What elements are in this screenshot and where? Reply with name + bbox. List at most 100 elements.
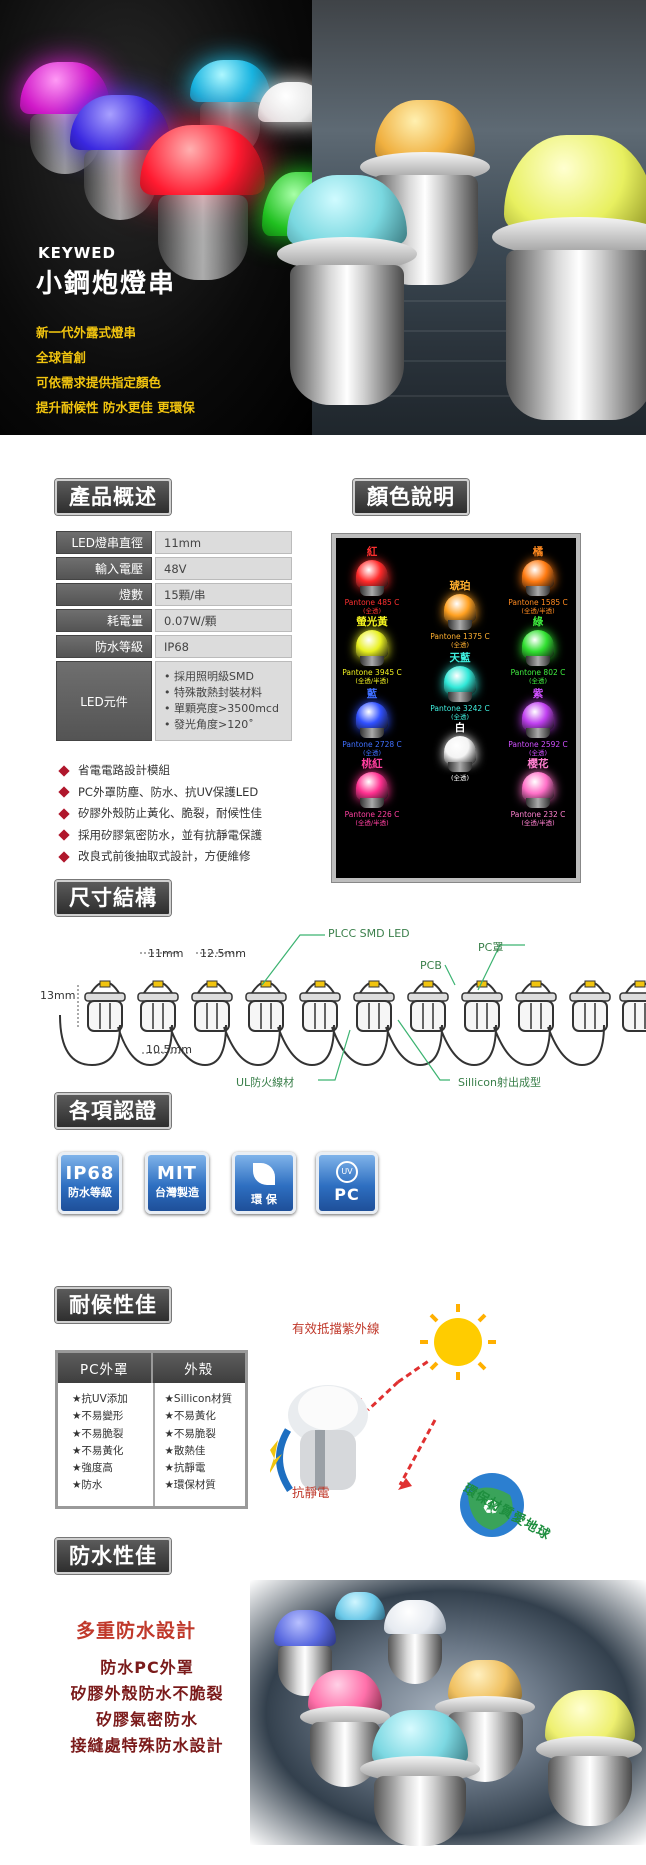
weather-col-header: 外殼 xyxy=(150,1353,246,1383)
spec-row-led: LED元件 • 採用照明級SMD • 特殊散熱封裝材料 • 單顆亮度>3500m… xyxy=(56,661,292,741)
spec-key: LED元件 xyxy=(56,661,152,741)
hero-title: 小鋼炮燈串 xyxy=(36,269,177,299)
hero-banner: KEYWED 小鋼炮燈串 新一代外露式燈串 全球首創 可依需求提供指定顏色 提升… xyxy=(0,0,646,435)
diamond-bullet-icon xyxy=(58,765,70,777)
antistatic-shield-icon xyxy=(276,1428,293,1492)
leaf-icon xyxy=(253,1163,275,1185)
weather-item: ★防水 xyxy=(72,1479,103,1492)
plcc-label: PLCC SMD LED xyxy=(328,927,410,940)
feature-item: 矽膠外殼防止黃化、脆裂，耐候性佳 xyxy=(58,803,308,825)
swatch-transparency: (全透) xyxy=(450,713,470,721)
hero-tagline: 可依需求提供指定顏色 xyxy=(36,375,162,390)
waterproof-title: 多重防水設計 xyxy=(76,1620,197,1642)
spec-row: 輸入電壓 48V xyxy=(56,557,292,580)
water-lamp-pink xyxy=(300,1670,390,1790)
swatch-led-icon xyxy=(356,702,388,738)
swatch-pantone: Pantone 3945 C xyxy=(342,668,402,677)
color-swatch: 琥珀 Pantone 1375 C(全透) xyxy=(420,578,500,649)
swatch-name: 螢光黃 xyxy=(356,616,388,628)
swatch-led-icon xyxy=(356,772,388,808)
lamp-outline-icon xyxy=(407,980,449,1032)
pc-cover-label: PC罩 xyxy=(478,941,504,954)
swatch-pantone: Pantone 485 C xyxy=(344,598,400,607)
swatch-transparency: (全透) xyxy=(362,749,382,757)
spec-value: 0.07W/顆 xyxy=(155,609,292,632)
badge-caption: 防水等級 xyxy=(68,1186,112,1199)
swatch-name: 天藍 xyxy=(449,652,471,664)
swatch-pantone: Pantone 1585 C xyxy=(508,598,568,607)
weather-illustration: ♻ xyxy=(270,1304,524,1537)
section-tag-cert: 各項認證 xyxy=(55,1093,171,1129)
swatch-pantone: Pantone 802 C xyxy=(510,668,566,677)
weather-item: ★不易變形 xyxy=(72,1410,124,1423)
color-swatch: 螢光黃 Pantone 3945 C(全透/半透) xyxy=(332,614,412,685)
color-swatch: 白(全透) xyxy=(420,720,500,782)
uv-protection-label: 有效抵擋紫外線 xyxy=(292,1321,380,1336)
badge-title: IP68 xyxy=(65,1163,115,1184)
weather-col-pc: ★抗UV添加 ★不易變形 ★不易脆裂 ★不易黃化 ★強度高 ★防水 xyxy=(58,1383,153,1506)
dim-pitch-label: 12.5mm xyxy=(200,947,246,960)
swatch-name: 綠 xyxy=(532,616,544,628)
weather-comparison-table: PC外罩 外殼 ★抗UV添加 ★不易變形 ★不易脆裂 ★不易黃化 ★強度高 ★防… xyxy=(55,1350,248,1509)
led-spec-item: • 單顆亮度>3500mcd xyxy=(164,702,279,715)
weather-item: ★抗靜電 xyxy=(164,1462,206,1475)
antistatic-label: 抗靜電 xyxy=(292,1485,330,1500)
hero-water-backdrop xyxy=(277,0,646,435)
spec-value: 11mm xyxy=(155,531,292,554)
swatch-led-icon xyxy=(444,736,476,772)
badge-caption: 環 保 xyxy=(251,1193,277,1206)
spec-value: 15顆/串 xyxy=(155,583,292,606)
lamp-icon xyxy=(288,1385,368,1490)
lamp-outline-icon xyxy=(619,980,646,1032)
silicon-label: Sillicon射出成型 xyxy=(458,1076,541,1089)
diamond-bullet-icon xyxy=(58,829,70,841)
eco-badge: 環 保 xyxy=(232,1152,296,1214)
waterproof-point: 接縫處特殊防水設計 xyxy=(70,1736,224,1755)
spec-key: 燈數 xyxy=(56,583,152,606)
feature-list: 省電電路設計模組 PC外罩防塵、防水、抗UV保護LED 矽膠外殼防止黃化、脆裂，… xyxy=(58,760,308,868)
water-lamp-blue xyxy=(270,1610,340,1700)
hero-tagline: 提升耐候性 防水更佳 更環保 xyxy=(36,400,195,415)
swatch-transparency: (全透/半透) xyxy=(521,819,555,827)
water-lamp-teal xyxy=(360,1710,480,1846)
swatch-pantone: Pantone 1375 C xyxy=(430,632,490,641)
swatch-led-icon xyxy=(522,630,554,666)
spec-key: 輸入電壓 xyxy=(56,557,152,580)
swatch-name: 紅 xyxy=(366,546,378,558)
hero-tagline: 全球首創 xyxy=(36,350,87,365)
recycle-globe-icon: ♻ xyxy=(460,1473,524,1537)
dimension-diagram: 11mm 12.5mm 13mm 10.5mm PLCC SMD LED PC罩… xyxy=(0,915,646,1095)
pcb-label: PCB xyxy=(420,959,442,972)
spec-row: 防水等級 IP68 xyxy=(56,635,292,658)
weather-item: ★抗UV添加 xyxy=(72,1393,128,1405)
wire-path xyxy=(59,1014,605,1067)
color-swatch: 綠 Pantone 802 C(全透) xyxy=(498,614,578,685)
badge-caption: PC xyxy=(334,1185,360,1204)
weather-item: ★Sillicon材質 xyxy=(164,1393,233,1405)
section-tag-weather: 耐候性佳 xyxy=(55,1287,171,1323)
led-spec-item: • 採用照明級SMD xyxy=(164,670,254,683)
svg-text:♻: ♻ xyxy=(482,1495,500,1519)
swatch-name: 紫 xyxy=(532,688,544,700)
swatch-transparency: (全透/半透) xyxy=(355,677,389,685)
water-lamp-white xyxy=(380,1600,450,1690)
swatch-pantone: Pantone 226 C xyxy=(344,810,400,819)
weather-item: ★不易黃化 xyxy=(164,1410,216,1423)
weather-item: ★不易黃化 xyxy=(72,1444,124,1457)
swatch-pantone: Pantone 2592 C xyxy=(508,740,568,749)
weather-item: ★強度高 xyxy=(72,1462,113,1475)
weather-table-body: ★抗UV添加 ★不易變形 ★不易脆裂 ★不易黃化 ★強度高 ★防水 ★Silli… xyxy=(58,1383,245,1506)
swatch-name: 藍 xyxy=(366,688,378,700)
lamp-outline-icon xyxy=(137,980,179,1032)
swatch-transparency: (全透) xyxy=(450,641,470,649)
spec-row: LED燈串直徑 11mm xyxy=(56,531,292,554)
dim-height-label: 13mm xyxy=(40,989,76,1002)
swatch-transparency: (全透) xyxy=(528,677,548,685)
swatch-pantone: Pantone 232 C xyxy=(510,810,566,819)
lamp-outline-icon xyxy=(353,980,395,1032)
swatch-led-icon xyxy=(522,702,554,738)
swatch-name: 琥珀 xyxy=(449,580,471,592)
